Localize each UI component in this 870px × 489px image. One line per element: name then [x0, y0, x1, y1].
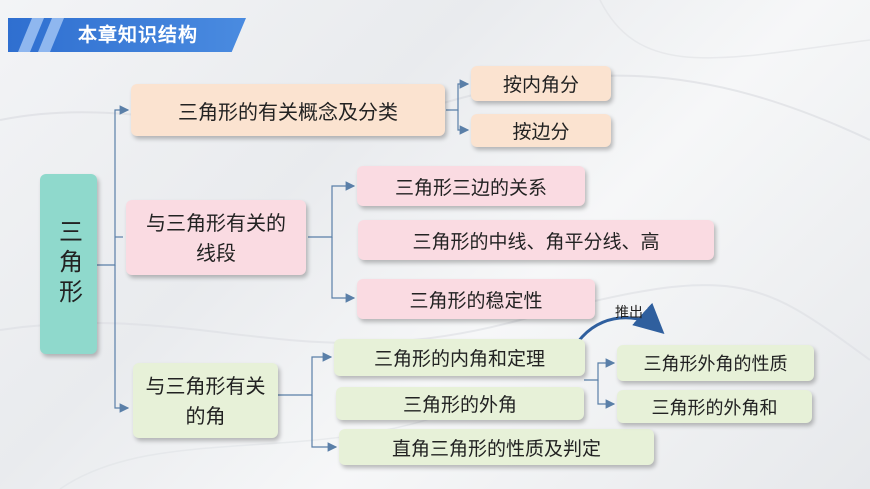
node-median-bisector-altitude: 三角形的中线、角平分线、高 — [358, 220, 714, 260]
branch-angles-label: 与三角形有关的角 — [145, 373, 266, 428]
node-side-relation: 三角形三边的关系 — [357, 166, 585, 206]
derive-label: 推出 — [615, 305, 643, 321]
branch-concepts: 三角形的有关概念及分类 — [131, 84, 445, 136]
node-right-triangle-label: 直角三角形的性质及判定 — [391, 437, 601, 460]
node-by-side-label: 按边分 — [512, 121, 570, 143]
node-exterior-sum-label: 三角形的外角和 — [651, 397, 778, 419]
branch-concepts-label: 三角形的有关概念及分类 — [178, 99, 398, 124]
node-right-triangle: 直角三角形的性质及判定 — [339, 429, 654, 465]
node-median-label: 三角形的中线、角平分线、高 — [412, 230, 660, 253]
node-angle-sum-label: 三角形的内角和定理 — [373, 348, 545, 370]
node-by-angle: 按内角分 — [471, 66, 611, 101]
node-exterior-angle: 三角形的外角 — [336, 387, 584, 420]
root-label: 三角形 — [54, 219, 83, 309]
banner-stripes-icon — [18, 18, 64, 52]
branch-angles: 与三角形有关的角 — [133, 363, 278, 438]
section-title: 本章知识结构 — [78, 24, 199, 46]
node-stability-label: 三角形的稳定性 — [409, 289, 543, 312]
node-by-side: 按边分 — [471, 114, 611, 147]
node-exterior-angle-label: 三角形的外角 — [402, 394, 517, 416]
branch-segments-label: 与三角形有关的线段 — [146, 210, 286, 265]
node-angle-sum-theorem: 三角形的内角和定理 — [334, 339, 585, 376]
branch-segments: 与三角形有关的线段 — [126, 200, 306, 275]
node-side-relation-label: 三角形三边的关系 — [394, 176, 547, 199]
node-exterior-angle-sum: 三角形的外角和 — [617, 390, 812, 423]
node-exterior-property-label: 三角形外角的性质 — [643, 354, 788, 375]
node-stability: 三角形的稳定性 — [357, 279, 595, 319]
node-exterior-angle-property: 三角形外角的性质 — [617, 345, 814, 381]
derive-arrow — [576, 302, 665, 343]
root-node: 三角形 — [40, 174, 97, 354]
section-banner: 本章知识结构 — [8, 18, 246, 52]
node-by-angle-label: 按内角分 — [502, 74, 579, 96]
